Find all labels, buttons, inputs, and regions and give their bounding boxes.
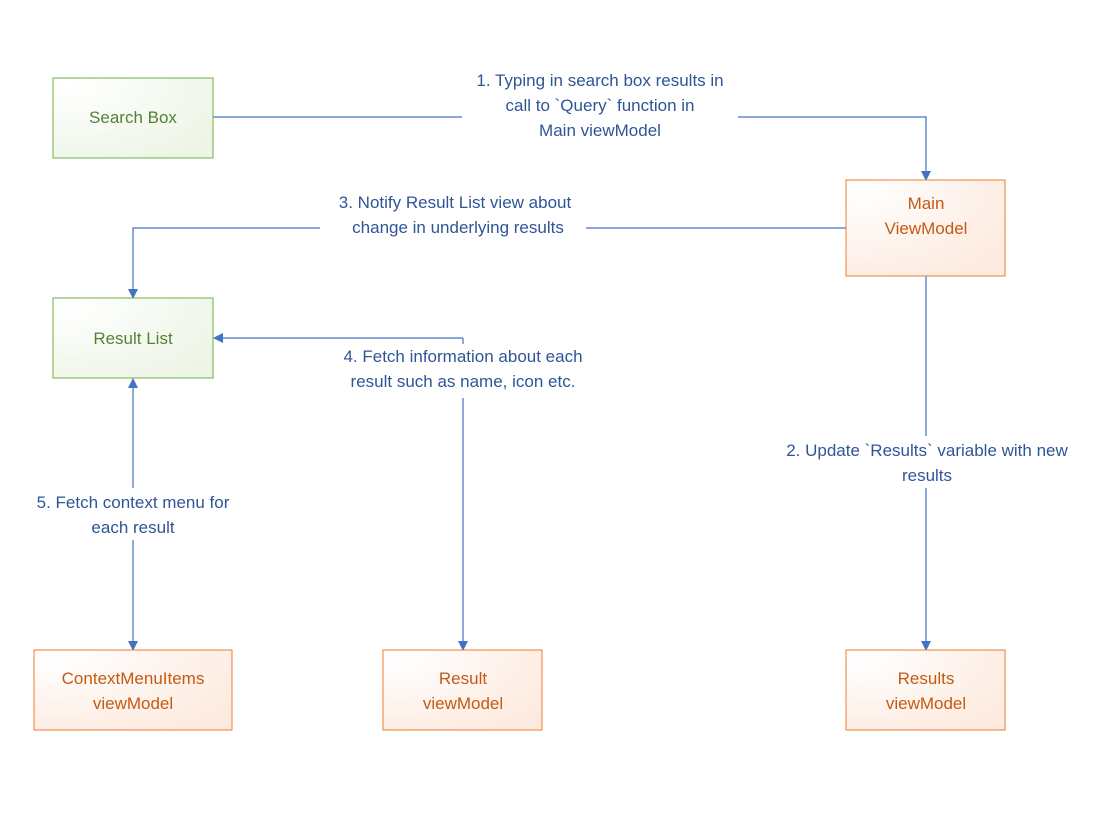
label-step4-line1: 4. Fetch information about each <box>343 347 582 366</box>
node-main-viewmodel: Main ViewModel <box>845 179 1006 277</box>
node-result-viewmodel-line1: Result <box>439 669 487 688</box>
node-main-viewmodel-line1: Main <box>908 194 945 213</box>
node-search-box: Search Box <box>52 77 214 159</box>
node-result-viewmodel: Result viewModel <box>382 649 543 731</box>
node-result-list-label: Result List <box>93 329 173 348</box>
edge-step3 <box>128 227 846 299</box>
label-step3-line2: change in underlying results <box>352 218 564 237</box>
label-step1-line1: 1. Typing in search box results in <box>476 71 723 90</box>
node-result-viewmodel-line2: viewModel <box>423 694 503 713</box>
node-result-list: Result List <box>52 297 214 379</box>
label-step4: 4. Fetch information about each result s… <box>326 344 602 398</box>
node-results-viewmodel-line2: viewModel <box>886 694 966 713</box>
node-main-viewmodel-line2: ViewModel <box>885 219 968 238</box>
label-step5-line1: 5. Fetch context menu for <box>37 493 230 512</box>
node-search-box-label: Search Box <box>89 108 177 127</box>
connector-step1 <box>213 116 931 181</box>
label-step4-line2: result such as name, icon etc. <box>351 372 576 391</box>
label-step3: 3. Notify Result List view about change … <box>320 190 586 244</box>
label-step2-line2: results <box>902 466 952 485</box>
label-step5-line2: each result <box>91 518 174 537</box>
label-step1-line3: Main viewModel <box>539 121 661 140</box>
node-context-menu-viewmodel-line2: viewModel <box>93 694 173 713</box>
node-context-menu-viewmodel: ContextMenuItems viewModel <box>33 649 233 731</box>
label-step3-line1: 3. Notify Result List view about <box>339 193 572 212</box>
label-step2: 2. Update `Results` variable with new re… <box>764 436 1090 488</box>
node-results-viewmodel: Results viewModel <box>845 649 1006 731</box>
connector-step3 <box>128 227 846 299</box>
edge-step1 <box>213 116 931 181</box>
label-step1: 1. Typing in search box results in call … <box>462 64 738 146</box>
label-step1-line2: call to `Query` function in <box>506 96 695 115</box>
label-step2-line1: 2. Update `Results` variable with new <box>786 441 1068 460</box>
node-context-menu-viewmodel-line1: ContextMenuItems <box>62 669 205 688</box>
label-step5: 5. Fetch context menu for each result <box>20 488 248 540</box>
node-results-viewmodel-line1: Results <box>898 669 955 688</box>
